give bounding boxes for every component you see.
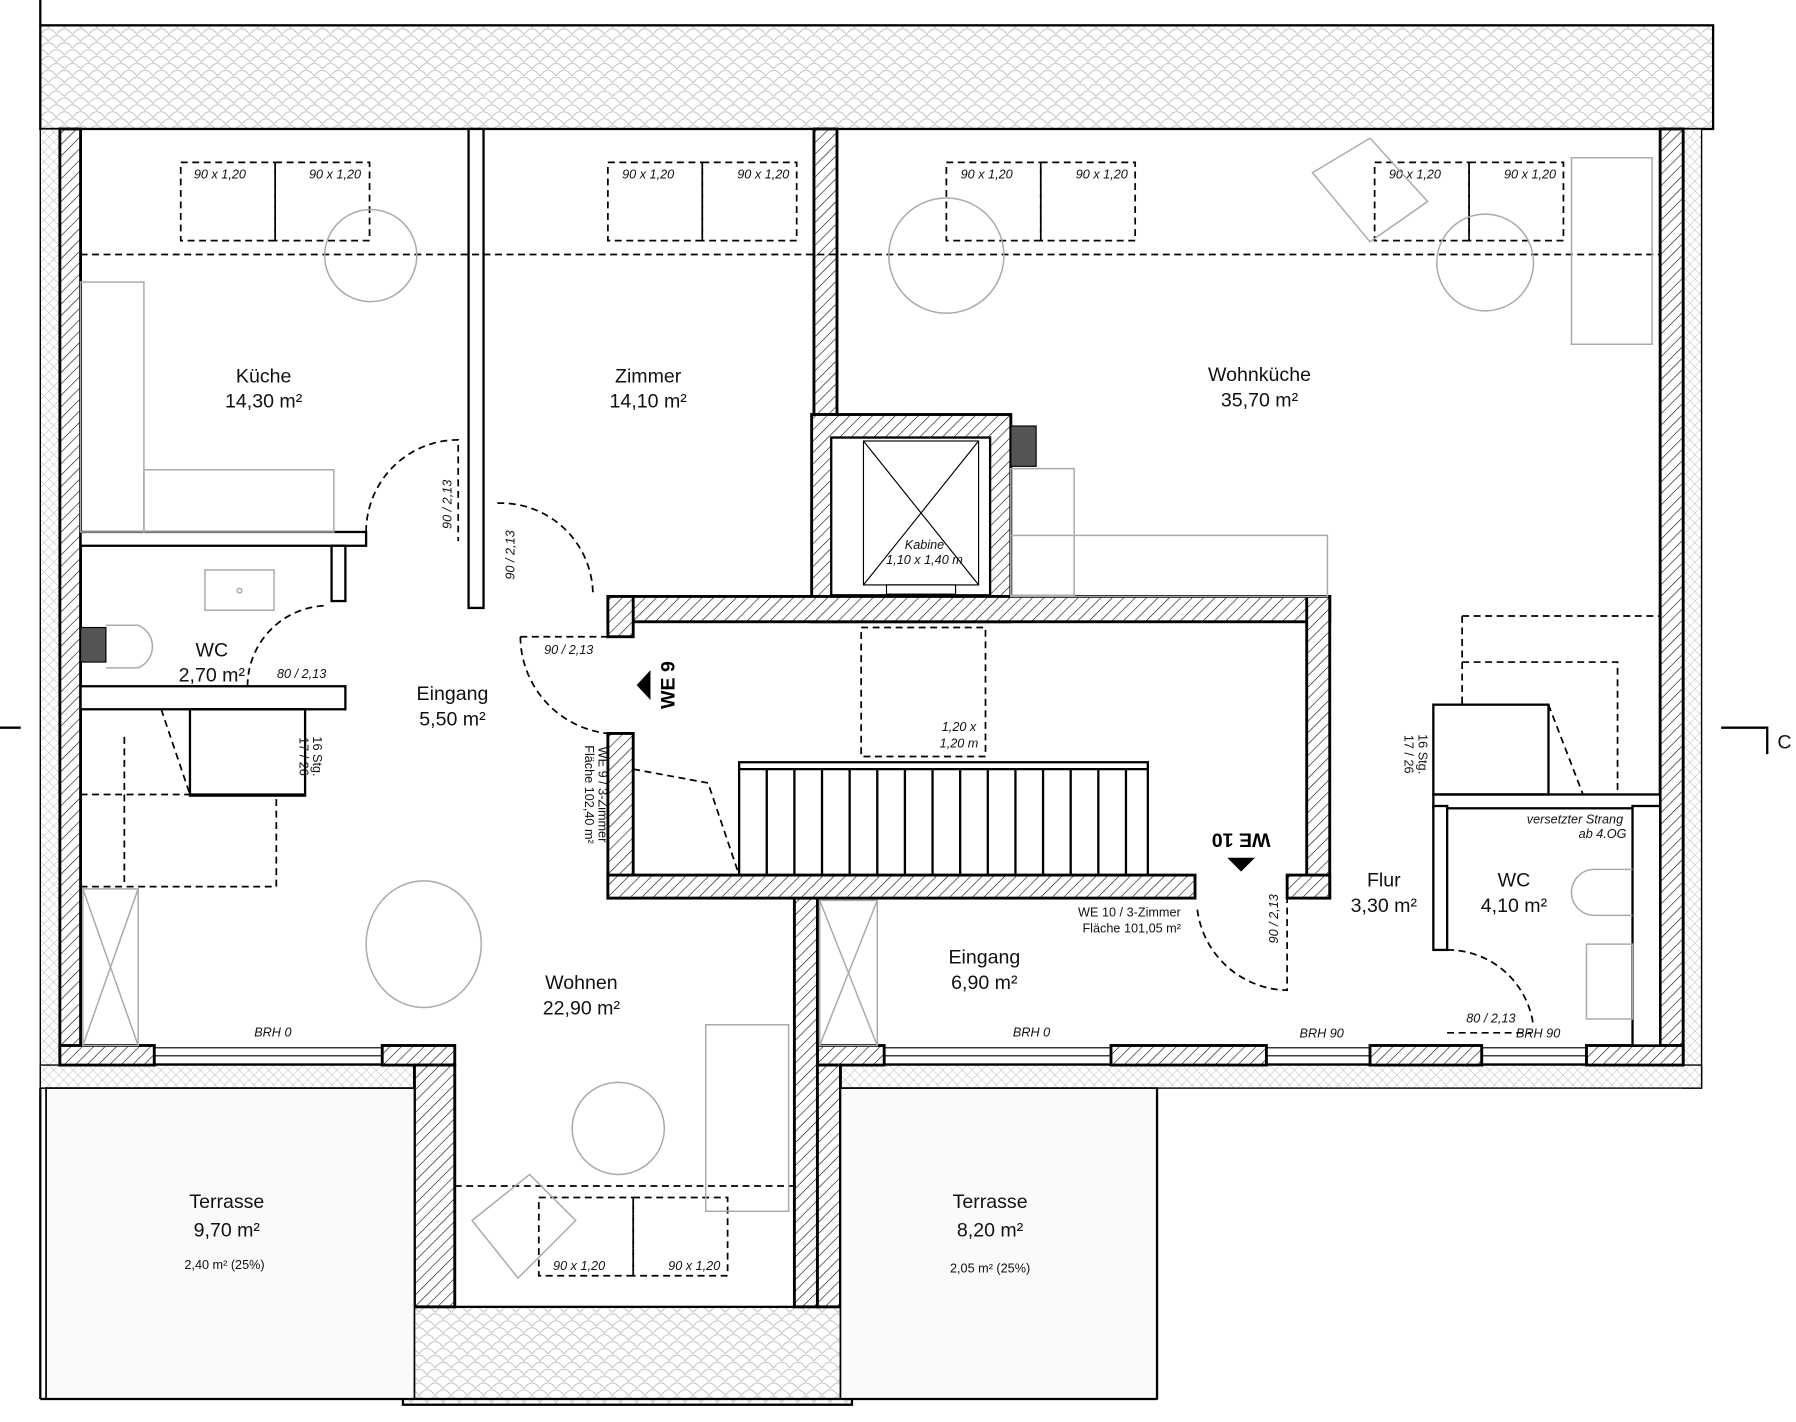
room-name: Eingang	[417, 683, 489, 705]
skylight-label: 90 x 1,20	[1389, 167, 1441, 181]
room-area: 6,90 m²	[951, 972, 1018, 994]
we10-arrow-icon	[1227, 857, 1255, 872]
skylight-labels: 90 x 1,20 90 x 1,20 90 x 1,20 90 x 1,20 …	[194, 167, 1556, 1273]
skylight-label: 90 x 1,20	[737, 167, 789, 181]
elevator-name: Kabine	[905, 538, 944, 552]
skylight-label: 90 x 1,20	[553, 1259, 605, 1273]
skylight-label: 90 x 1,20	[194, 167, 246, 181]
stair-note-right: 16 Stg. 17 / 26	[1402, 734, 1430, 774]
room-labels: Küche 14,30 m² Zimmer 14,10 m² Wohnküche…	[179, 364, 1548, 1275]
brh-label: BRH 90	[1516, 1026, 1560, 1040]
stair-ratio: 17 / 26	[1402, 735, 1416, 774]
room-name: Küche	[236, 365, 292, 387]
room-area: 14,30 m²	[225, 391, 303, 413]
room-area: 14,10 m²	[610, 391, 688, 413]
room-area: 22,90 m²	[543, 997, 621, 1019]
furniture	[79, 137, 1653, 1280]
room-name: Terrasse	[189, 1191, 264, 1213]
room-area: 8,20 m²	[957, 1220, 1024, 1242]
section-label: C	[1777, 731, 1791, 753]
stair-steps: 16 Stg.	[1415, 734, 1429, 774]
elevator-size: 1,10 x 1,40 m	[886, 553, 963, 567]
skylight-label: 90 x 1,20	[668, 1259, 720, 1273]
room-area: 2,70 m²	[179, 665, 246, 687]
strang-note: ab 4.OG	[1579, 827, 1627, 841]
skylight-label: 90 x 1,20	[309, 167, 361, 181]
room-name: Flur	[1367, 870, 1401, 892]
brh-label: BRH 90	[1300, 1026, 1344, 1040]
room-area: 35,70 m²	[1221, 389, 1299, 411]
door-label: 80 / 2,13	[1466, 1011, 1515, 1025]
stair-steps: 16 Stg.	[310, 736, 324, 776]
section-marker	[1721, 726, 1769, 755]
doors	[246, 438, 1535, 1034]
strang-note: versetzter Strang	[1527, 812, 1623, 826]
unit-we9-info: WE 9 / 3-Zimmer Fläche 102,40 m²	[582, 745, 610, 844]
exterior-walls	[39, 127, 1703, 1309]
door-label: 90 / 2,13	[504, 530, 518, 579]
room-area: 4,10 m²	[1481, 895, 1548, 917]
skylight-label: 90 x 1,20	[1504, 167, 1556, 181]
skylight-label: 90 x 1,20	[622, 167, 674, 181]
room-area: 3,30 m²	[1351, 895, 1418, 917]
we9-arrow-icon	[636, 670, 651, 701]
unit-type: WE 10 / 3-Zimmer	[1078, 906, 1181, 920]
room-area: 9,70 m²	[194, 1220, 261, 1242]
skylight-label: 90 x 1,20	[961, 167, 1013, 181]
brh-label: BRH 0	[1013, 1025, 1050, 1039]
landing-size-2: 1,20 m	[940, 736, 979, 750]
windows	[153, 1047, 1588, 1065]
unit-area: Fläche 101,05 m²	[1082, 922, 1180, 936]
room-note: 2,40 m² (25%)	[184, 1258, 264, 1272]
unit-type: WE 9 / 3-Zimmer	[596, 747, 610, 843]
room-name: Terrasse	[953, 1191, 1028, 1213]
skylight-label: 90 x 1,20	[1076, 167, 1128, 181]
roof-band-bottom	[401, 1305, 854, 1406]
room-name: WC	[196, 639, 229, 661]
stair-railing	[633, 761, 1149, 877]
room-name: Zimmer	[615, 365, 682, 387]
door-label: 90 / 2,13	[1267, 894, 1281, 943]
door-label: 80 / 2,13	[277, 667, 326, 681]
roof-band-top	[39, 0, 1715, 131]
room-area: 5,50 m²	[419, 708, 486, 730]
staircase-left	[80, 708, 307, 888]
door-label: 90 / 2,13	[440, 480, 454, 529]
stair-ratio: 17 / 26	[296, 737, 310, 776]
room-name: Wohnküche	[1208, 364, 1311, 386]
door-label: 90 / 2,13	[544, 643, 593, 657]
room-name: Eingang	[948, 947, 1020, 969]
unit-we10: WE 10	[1212, 829, 1271, 851]
staircase-right	[1432, 615, 1661, 796]
interior-walls	[79, 127, 1662, 1047]
unit-we9: WE 9	[658, 661, 680, 709]
elevator	[860, 440, 987, 758]
brh-label: BRH 0	[254, 1025, 291, 1039]
landing-size: 1,20 x	[942, 720, 977, 734]
room-name: Wohnen	[545, 972, 618, 994]
stair-note-left: 16 Stg. 17 / 26	[296, 736, 324, 776]
room-name: WC	[1498, 870, 1531, 892]
terraces	[39, 1087, 1159, 1401]
room-note: 2,05 m² (25%)	[950, 1261, 1030, 1275]
skylights	[179, 161, 1565, 1277]
unit-area: Fläche 102,40 m²	[582, 745, 596, 844]
